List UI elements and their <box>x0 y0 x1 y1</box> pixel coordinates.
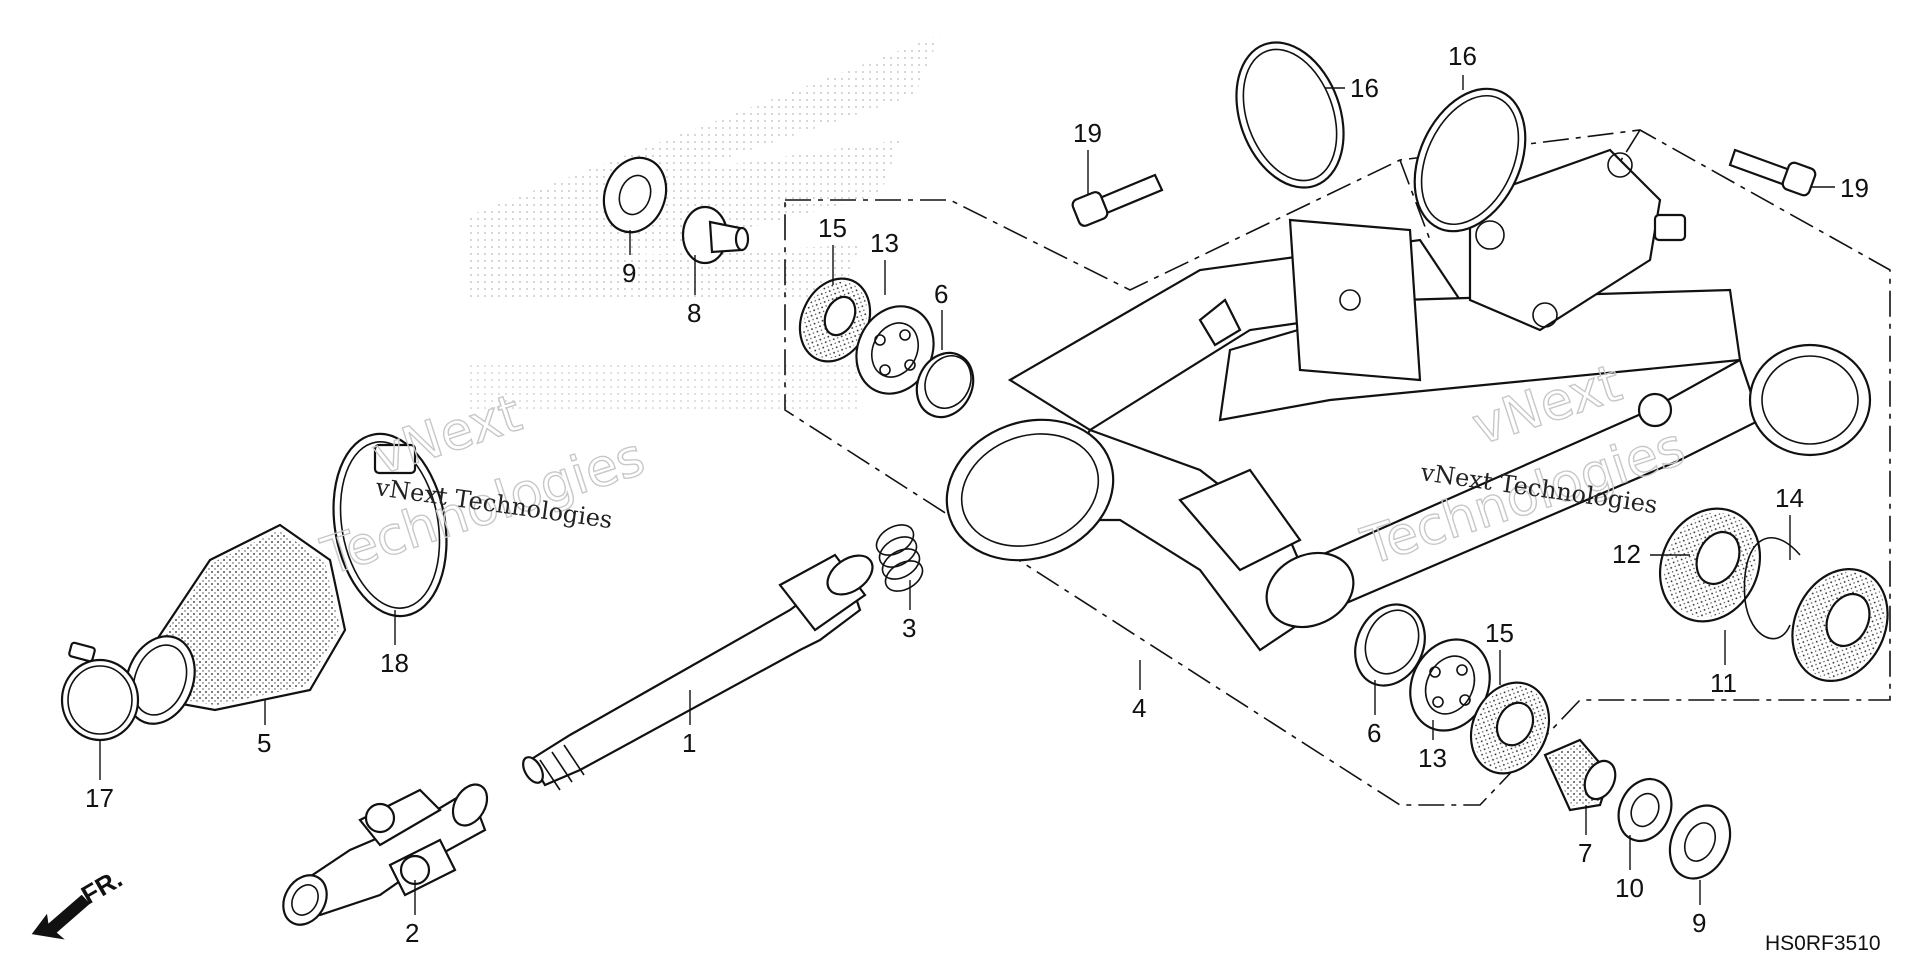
callout-16b: 16 <box>1448 41 1477 71</box>
callout-9b: 9 <box>1692 908 1706 938</box>
callout-13a: 13 <box>870 228 899 258</box>
callout-8: 8 <box>687 298 701 328</box>
upper-bearing-set <box>798 277 975 419</box>
universal-joint-part <box>282 783 489 926</box>
o-ring-part <box>1235 41 1527 233</box>
brand-wing-watermark <box>470 35 940 410</box>
bolt-part <box>1071 148 1817 227</box>
callout-3: 3 <box>902 613 916 643</box>
callout-15b: 15 <box>1485 618 1514 648</box>
callout-15a: 15 <box>818 213 847 243</box>
callout-4: 4 <box>1132 693 1146 723</box>
lower-bearing-set <box>1354 603 1551 775</box>
callout-14: 14 <box>1775 483 1804 513</box>
callout-7: 7 <box>1578 838 1592 868</box>
lower-small-parts <box>1543 738 1732 880</box>
leader-lines <box>99 75 1835 915</box>
swingarm-part <box>945 148 1872 652</box>
callout-9a: 9 <box>622 258 636 288</box>
callout-1: 1 <box>682 728 696 758</box>
callout-19b: 19 <box>1840 173 1869 203</box>
right-seal-set <box>1658 507 1889 683</box>
callout-16a: 16 <box>1350 73 1379 103</box>
drawing-code: HS0RF3510 <box>1765 932 1881 955</box>
callout-12: 12 <box>1612 539 1641 569</box>
callout-13b: 13 <box>1418 743 1447 773</box>
boot-part <box>124 523 347 725</box>
callout-10: 10 <box>1615 873 1644 903</box>
callout-6b: 6 <box>1367 718 1381 748</box>
callout-18: 18 <box>380 648 409 678</box>
callout-17: 17 <box>85 783 114 813</box>
spring-part <box>875 524 924 592</box>
callout-2: 2 <box>405 918 419 948</box>
drive-shaft-part <box>522 553 874 791</box>
callout-6a: 6 <box>934 279 948 309</box>
callout-19a: 19 <box>1073 118 1102 148</box>
upper-small-parts <box>602 156 750 265</box>
callout-5: 5 <box>257 728 271 758</box>
callout-11: 11 <box>1710 668 1737 698</box>
callout-numbers: 1 2 3 4 5 6 6 7 8 9 9 10 11 12 13 13 14 … <box>85 41 1869 948</box>
front-direction-arrow: FR. <box>31 863 127 940</box>
clamp-part <box>60 432 448 742</box>
